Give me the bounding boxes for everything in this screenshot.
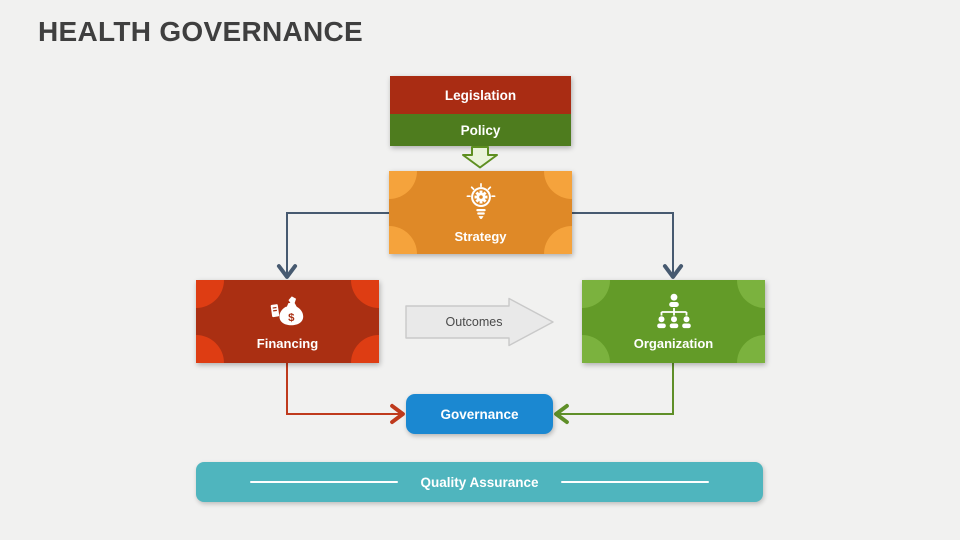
- money-bag-icon: $: [269, 293, 307, 331]
- legislation-label: Legislation: [444, 87, 517, 103]
- organization-label: Organization: [633, 335, 714, 351]
- corner-decoration: [351, 335, 379, 363]
- node-governance[interactable]: Governance: [406, 394, 553, 434]
- quality-assurance-bar[interactable]: Quality Assurance: [196, 462, 763, 502]
- svg-text:$: $: [288, 312, 295, 324]
- down-block-arrow-icon: [462, 146, 498, 169]
- lightbulb-gear-icon: [464, 182, 498, 224]
- page-title: HEALTH GOVERNANCE: [38, 16, 364, 47]
- divider-line: [560, 481, 709, 483]
- strategy-label: Strategy: [454, 228, 507, 244]
- right-arrow-shape: [405, 297, 554, 347]
- corner-decoration: [737, 335, 765, 363]
- policy-label: Policy: [460, 122, 501, 138]
- corner-decoration: [351, 280, 379, 308]
- node-policy[interactable]: Policy: [390, 114, 571, 146]
- corner-decoration: [582, 280, 610, 308]
- connector-organization-to-governance: [554, 363, 674, 425]
- governance-label: Governance: [440, 406, 519, 422]
- outcomes-label: Outcomes: [445, 315, 503, 329]
- connector-strategy-to-financing: [276, 212, 389, 279]
- corner-decoration: [582, 335, 610, 363]
- connector-strategy-to-organization: [572, 212, 684, 279]
- corner-decoration: [389, 226, 417, 254]
- node-organization[interactable]: Organization: [582, 280, 765, 363]
- corner-decoration: [544, 226, 572, 254]
- quality-assurance-label: Quality Assurance: [420, 474, 539, 490]
- corner-decoration: [196, 280, 224, 308]
- corner-decoration: [389, 171, 417, 199]
- node-strategy[interactable]: Strategy: [389, 171, 572, 254]
- org-chart-icon: [652, 293, 696, 331]
- financing-label: Financing: [256, 335, 319, 351]
- corner-decoration: [196, 335, 224, 363]
- node-financing[interactable]: $ Financing: [196, 280, 379, 363]
- divider-line: [250, 481, 399, 483]
- outcomes-arrow: Outcomes: [405, 297, 555, 347]
- corner-decoration: [737, 280, 765, 308]
- connector-financing-to-governance: [286, 363, 405, 425]
- node-legislation[interactable]: Legislation: [390, 76, 571, 114]
- corner-decoration: [544, 171, 572, 199]
- legislation-policy-stack: Legislation Policy: [390, 76, 571, 146]
